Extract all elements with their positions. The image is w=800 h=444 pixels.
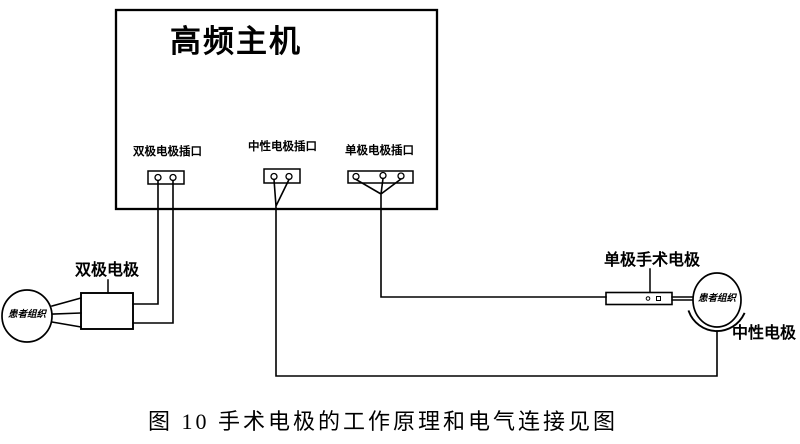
monopolar-cable-wire	[354, 177, 607, 298]
pencil-button-round	[645, 296, 651, 301]
neutral-electrode-label: 中性电极	[732, 325, 797, 342]
neutral-socket-pin-1	[270, 172, 278, 181]
monopolar-pencil-body	[605, 291, 673, 306]
neutral-socket-box	[263, 168, 301, 184]
monopolar-socket-pin-2	[379, 171, 387, 180]
bipolar-socket-box	[147, 170, 185, 185]
bipolar-socket-label: 双极电极插口	[133, 146, 202, 158]
neutral-cable-wire	[273, 178, 718, 377]
pencil-button-square	[656, 296, 661, 301]
figure-caption: 图 10 手术电极的工作原理和电气连接见图	[148, 409, 619, 434]
monopolar-socket-box	[347, 170, 414, 184]
patient-tissue-left-label: 患者组织	[7, 310, 46, 320]
bipolar-electrode-label: 双极电极	[75, 262, 140, 279]
bipolar-socket-pin-2	[169, 173, 177, 182]
neutral-socket-pin-2	[285, 172, 293, 181]
bipolar-socket-pin-1	[154, 173, 162, 182]
hf-generator-title: 高频主机	[170, 24, 302, 59]
neutral-electrode-plate-arc	[687, 310, 746, 332]
patient-tissue-right-circle	[692, 272, 742, 328]
patient-tissue-left-circle	[1, 289, 53, 343]
bipolar-cable-wire-2	[132, 179, 174, 324]
patient-tissue-right-label: 患者组织	[697, 294, 736, 304]
bipolar-cable-wire-1	[132, 179, 159, 305]
bipolar-electrode-contact-lines	[51, 297, 82, 328]
bipolar-electrode-box	[80, 292, 134, 330]
pencil-tip-lines	[671, 296, 693, 301]
monopolar-socket-label: 单极电极插口	[345, 145, 414, 157]
monopolar-electrode-label: 单极手术电极	[604, 252, 701, 269]
neutral-socket-label: 中性电极插口	[248, 141, 317, 153]
